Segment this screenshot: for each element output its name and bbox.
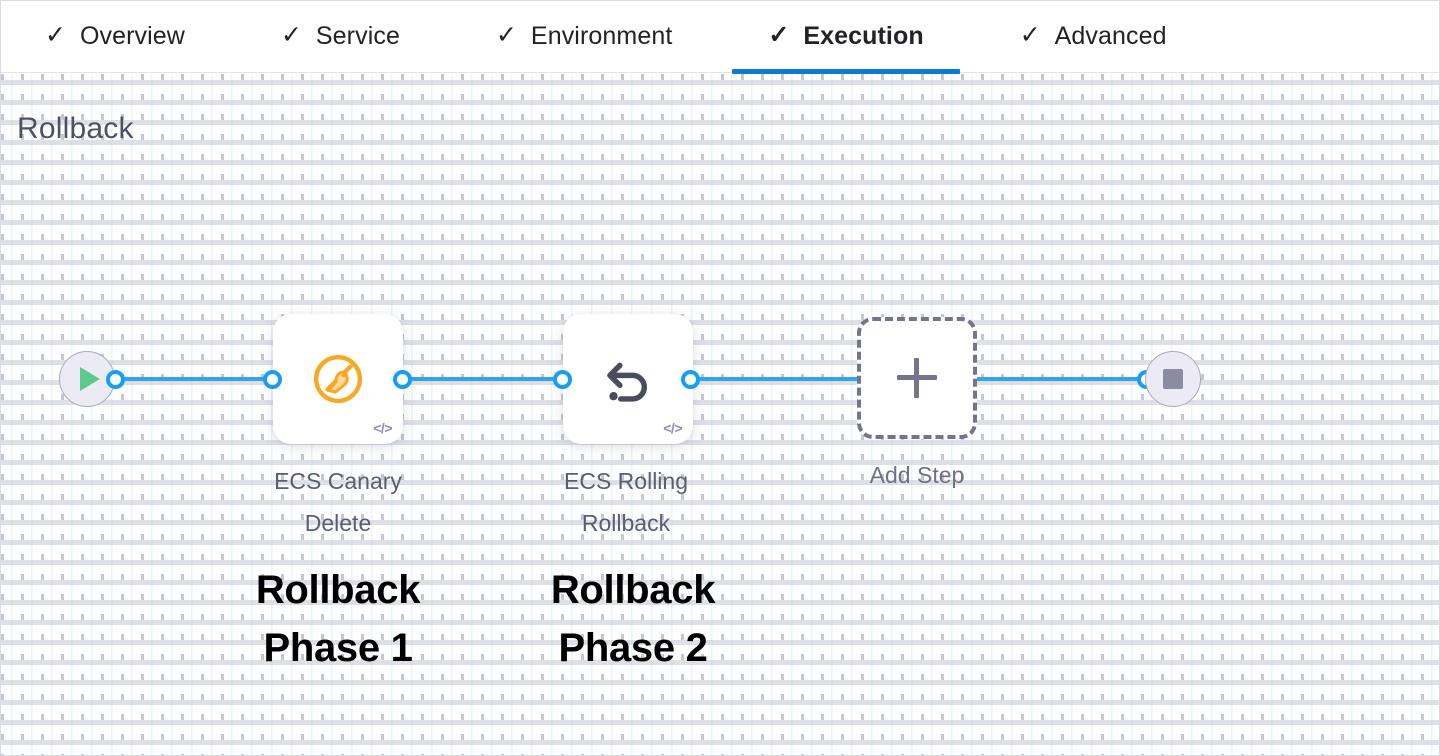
pipeline-stage-tabs: ✓ Overview ✓ Service ✓ Environment ✓ Exe…	[1, 1, 1439, 74]
edge-step2-to-addstep	[684, 377, 869, 381]
play-icon	[80, 367, 100, 391]
tab-label: Execution	[803, 22, 924, 50]
pipeline-start-node[interactable]	[59, 351, 115, 407]
code-badge-icon: </>	[373, 420, 392, 436]
add-step-label: Add Step	[869, 462, 965, 488]
edge-start-to-step1	[111, 377, 291, 381]
step1-input-port[interactable]	[263, 370, 282, 389]
rollback-undo-icon	[607, 362, 647, 402]
check-icon: ✓	[280, 21, 302, 49]
tab-overview[interactable]: ✓ Overview	[45, 1, 185, 73]
section-title-rollback: Rollback	[17, 112, 134, 145]
code-badge-icon: </>	[663, 420, 682, 436]
step-label-ecs-canary-delete: ECS Canary Delete	[274, 468, 402, 536]
tab-label: Environment	[530, 22, 673, 50]
plus-icon	[897, 358, 937, 398]
check-icon: ✓	[495, 21, 517, 49]
step1-output-port[interactable]	[393, 370, 412, 389]
tab-environment[interactable]: ✓ Environment	[496, 1, 672, 73]
add-step-button[interactable]	[857, 317, 977, 439]
annotation-rollback-phase-2: Rollback Phase 2	[550, 568, 716, 670]
annotation-rollback-phase-1: Rollback Phase 1	[255, 568, 421, 670]
stop-icon	[1163, 369, 1183, 389]
pipeline-end-node[interactable]	[1145, 351, 1201, 407]
step-node-ecs-rolling-rollback[interactable]: </>	[563, 314, 693, 444]
ecs-canary-delete-icon	[313, 354, 363, 404]
step-node-ecs-canary-delete[interactable]: </>	[273, 314, 403, 444]
step-label-ecs-rolling-rollback: ECS Rolling Rollback	[564, 468, 688, 536]
check-icon: ✓	[1019, 21, 1041, 49]
tab-label: Service	[315, 22, 400, 50]
execution-flow-canvas[interactable]: Rollback </>	[1, 74, 1439, 755]
edge-step1-to-step2	[396, 377, 576, 381]
rollback-flow-graph: </> ECS Canary Delete Rollback Phase 1 <…	[1, 74, 1439, 755]
check-icon: ✓	[45, 21, 66, 49]
tab-advanced[interactable]: ✓ Advanced	[1020, 1, 1167, 73]
tab-label: Advanced	[1054, 22, 1167, 50]
tab-service[interactable]: ✓ Service	[281, 1, 400, 73]
tab-execution[interactable]: ✓ Execution	[732, 1, 961, 74]
check-icon: ✓	[768, 21, 790, 49]
step2-input-port[interactable]	[553, 370, 572, 389]
step2-output-port[interactable]	[681, 370, 700, 389]
edge-addstep-to-end	[971, 377, 1151, 381]
start-output-port[interactable]	[106, 370, 125, 389]
tab-label: Overview	[79, 22, 185, 50]
